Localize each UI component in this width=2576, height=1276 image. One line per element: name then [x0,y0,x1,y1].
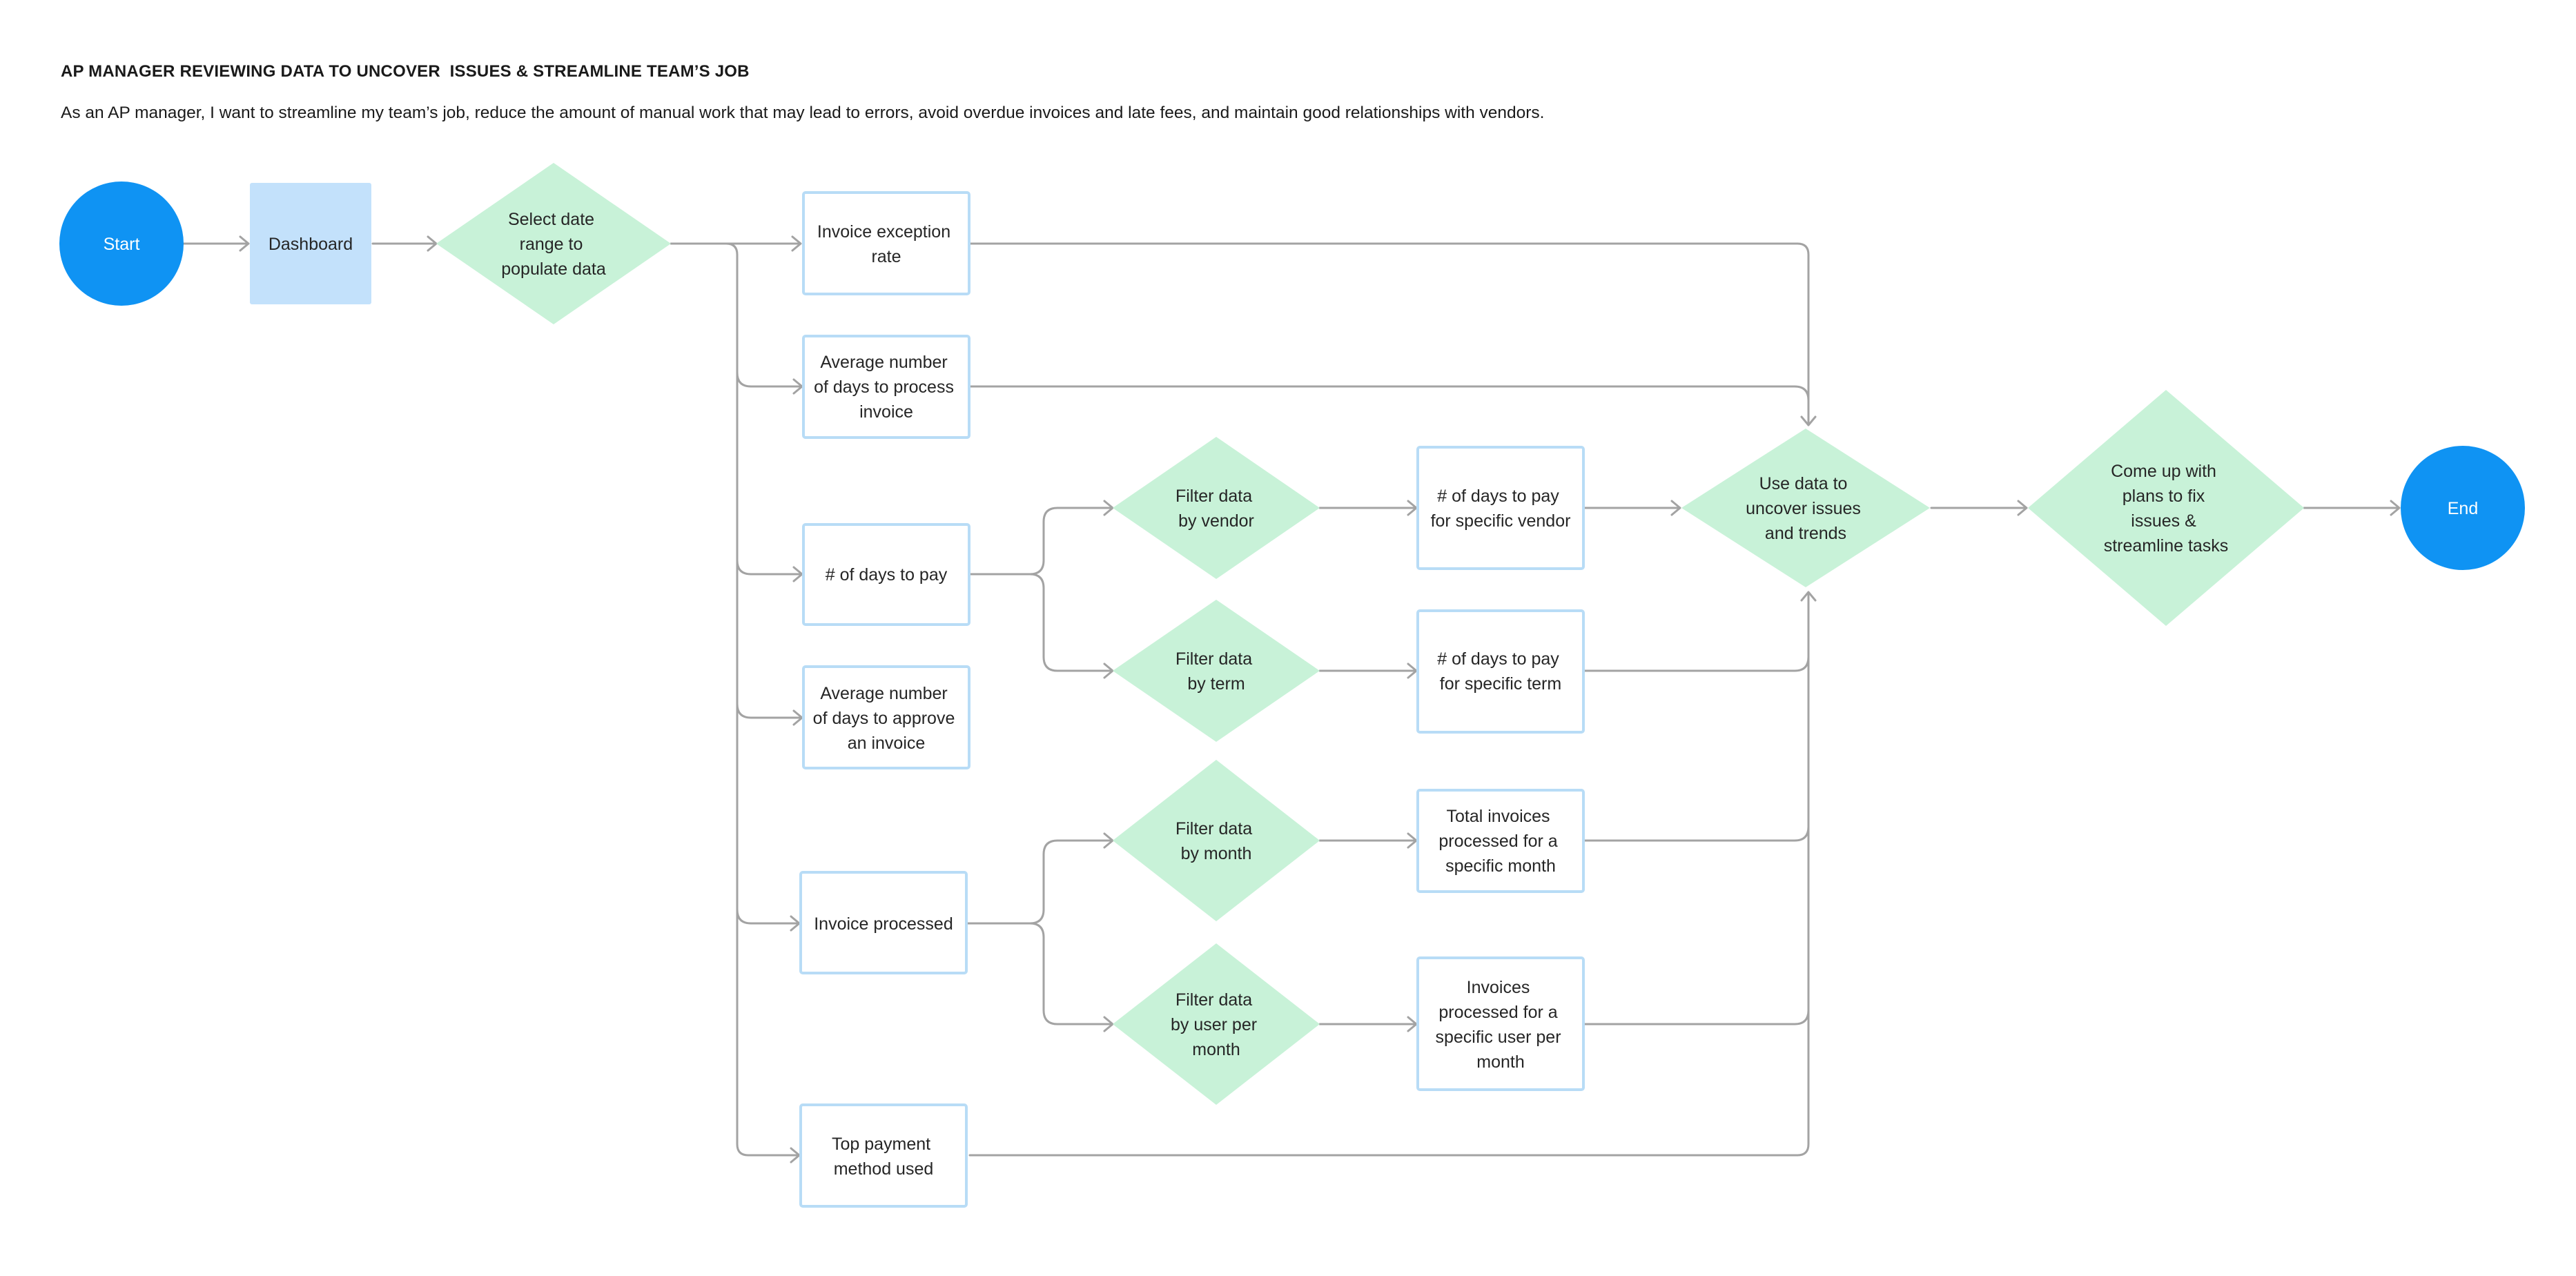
connector-filter-month-to-result [1318,832,1418,849]
connector-to-days-to-pay [736,559,803,582]
connector-dashboard-to-select-date [371,235,438,252]
days-vendor-box: # of days to pay for specific vendor [1416,446,1585,570]
top-payment-method-box: Top payment method used [799,1103,968,1208]
filter-month-label: Filter data by month [1175,819,1257,863]
days-vendor-label: # of days to pay for specific vendor [1431,487,1571,531]
select-date-label: Select date range to populate data [501,210,606,279]
plans-decision: Come up with plans to fix issues & strea… [2028,390,2304,626]
days-to-pay-label: # of days to pay [826,565,948,585]
days-term-label: # of days to pay for specific term [1437,649,1563,694]
connector-filter-term-to-result [1318,662,1418,679]
connector-user-result-join [1583,1009,1810,1025]
plans-label: Come up with plans to fix issues & strea… [2104,462,2229,556]
connector-invoice-processed-to-filter-month [965,832,1114,925]
connector-days-to-pay-to-filter-term [1028,573,1114,679]
connector-start-to-dashboard [182,235,250,252]
filter-user-decision: Filter data by user per month [1113,943,1320,1105]
connector-invoice-processed-to-filter-user [1028,922,1114,1032]
connector-to-invoice-processed [736,908,801,932]
dashboard-node: Dashboard [250,183,371,304]
user-story-text: As an AP manager, I want to streamline m… [61,104,1545,122]
use-data-decision: Use data to uncover issues and trends [1681,429,1930,587]
days-to-pay-box: # of days to pay [802,523,970,626]
use-data-label: Use data to uncover issues and trends [1746,474,1866,543]
filter-month-decision: Filter data by month [1113,760,1320,921]
connector-filter-vendor-to-result [1318,500,1418,516]
nodes: Start Dashboard Select date range to pop… [59,163,2525,1208]
total-month-label: Total invoices processed for a specific … [1438,807,1562,876]
connector-exception-to-use-data [968,242,1817,426]
invoice-processed-label: Invoice processed [814,914,953,934]
filter-vendor-label: Filter data by vendor [1175,487,1257,531]
filter-user-label: Filter data by user per month [1171,990,1262,1059]
end-node: End [2401,446,2525,570]
invoice-exception-rate-label: Invoice exception rate [817,222,955,266]
end-node-label: End [2448,499,2478,518]
avg-days-approve-label: Average number of days to approve an inv… [813,684,960,753]
connector-to-avg-days-process [736,371,803,395]
invoice-exception-rate-box: Invoice exception rate [802,191,970,295]
filter-term-decision: Filter data by term [1113,600,1320,742]
start-node: Start [59,181,184,306]
avg-days-approve-box: Average number of days to approve an inv… [802,665,970,769]
diagram-title: AP MANAGER REVIEWING DATA TO UNCOVER ISS… [61,62,750,81]
top-payment-method-label: Top payment method used [832,1135,935,1179]
connector-use-data-to-plans [1930,500,2028,516]
connector-to-avg-days-approve [736,703,803,726]
select-date-decision: Select date range to populate data [436,163,671,324]
total-month-box: Total invoices processed for a specific … [1416,789,1585,893]
invoices-user-label: Invoices processed for a specific user p… [1436,978,1566,1072]
connector-month-result-join [1583,825,1810,842]
connector-to-invoice-exception [725,235,802,252]
days-term-box: # of days to pay for specific term [1416,609,1585,734]
invoice-processed-box: Invoice processed [799,871,968,974]
connector-days-to-pay-to-filter-vendor [968,500,1114,576]
start-node-label: Start [104,235,140,254]
avg-days-process-box: Average number of days to process invoic… [802,335,970,439]
connector-plans-to-end [2303,500,2401,516]
avg-days-process-label: Average number of days to process invoic… [814,353,959,422]
connector-vendor-result-to-use-data [1583,500,1681,516]
filter-term-label: Filter data by term [1175,649,1257,694]
filter-vendor-decision: Filter data by vendor [1113,437,1320,579]
invoices-user-box: Invoices processed for a specific user p… [1416,956,1585,1091]
connector-trunk [670,242,802,1157]
connector-filter-user-to-result [1318,1016,1418,1032]
connector-lower-results-to-use-data [968,591,1817,1157]
connector-term-result-join [1583,656,1810,672]
dashboard-node-label: Dashboard [269,235,353,254]
connector-avg-process-to-use-data [968,385,1810,402]
